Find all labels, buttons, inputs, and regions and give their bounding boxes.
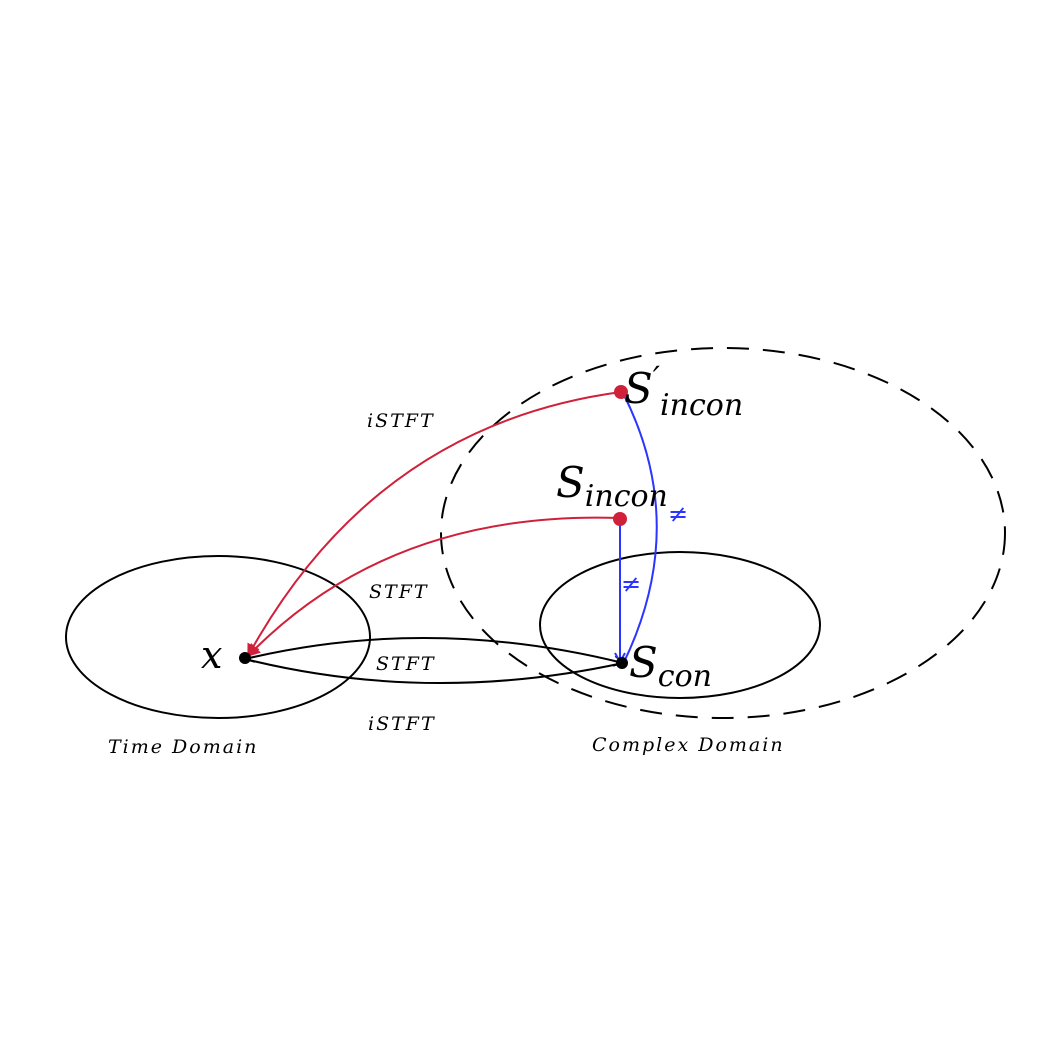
node-s-incon-dot: [613, 512, 627, 526]
region-label-time-domain: Time Domain: [108, 736, 258, 758]
edge-label-stft-mid: STFT: [369, 581, 429, 603]
node-x-label: x: [201, 633, 222, 677]
node-s-incon-prime-dot: [614, 385, 628, 399]
stft-arc-top: [245, 637, 623, 663]
complex-consistent-ellipse: [539, 551, 821, 699]
node-s-incon-prime-base: S: [624, 364, 653, 413]
complex-domain-dashed-ellipse: [440, 347, 1006, 719]
istft-arc-from-s-incon: [247, 516, 621, 657]
neq-arrow-outer: [622, 392, 658, 663]
istft-arc-from-s-incon-prime: [247, 391, 622, 658]
node-s-con-base: S: [629, 638, 658, 687]
node-s-con-label: Scon: [629, 638, 712, 694]
node-s-incon-label: Sincon: [556, 458, 668, 514]
edge-label-istft-bottom: iSTFT: [368, 713, 436, 735]
node-s-incon-prime-mark: ′: [653, 359, 661, 397]
edge-label-istft-top: iSTFT: [367, 410, 435, 432]
node-s-incon-sub: incon: [585, 479, 668, 514]
node-x-dot: [239, 652, 251, 664]
edge-label-stft-between: STFT: [376, 653, 436, 675]
node-s-incon-prime-sub: incon: [660, 388, 743, 423]
istft-arc-bottom: [244, 658, 624, 684]
neq-label-inner: ≠: [621, 570, 641, 598]
node-s-incon-base: S: [556, 458, 585, 507]
time-domain-ellipse: [65, 555, 371, 719]
neq-label-outer: ≠: [668, 500, 688, 528]
node-s-con-dot: [616, 657, 628, 669]
node-s-incon-prime-label: S′incon: [624, 359, 743, 423]
region-label-complex-domain: Complex Domain: [592, 734, 785, 756]
node-s-con-sub: con: [658, 659, 712, 694]
